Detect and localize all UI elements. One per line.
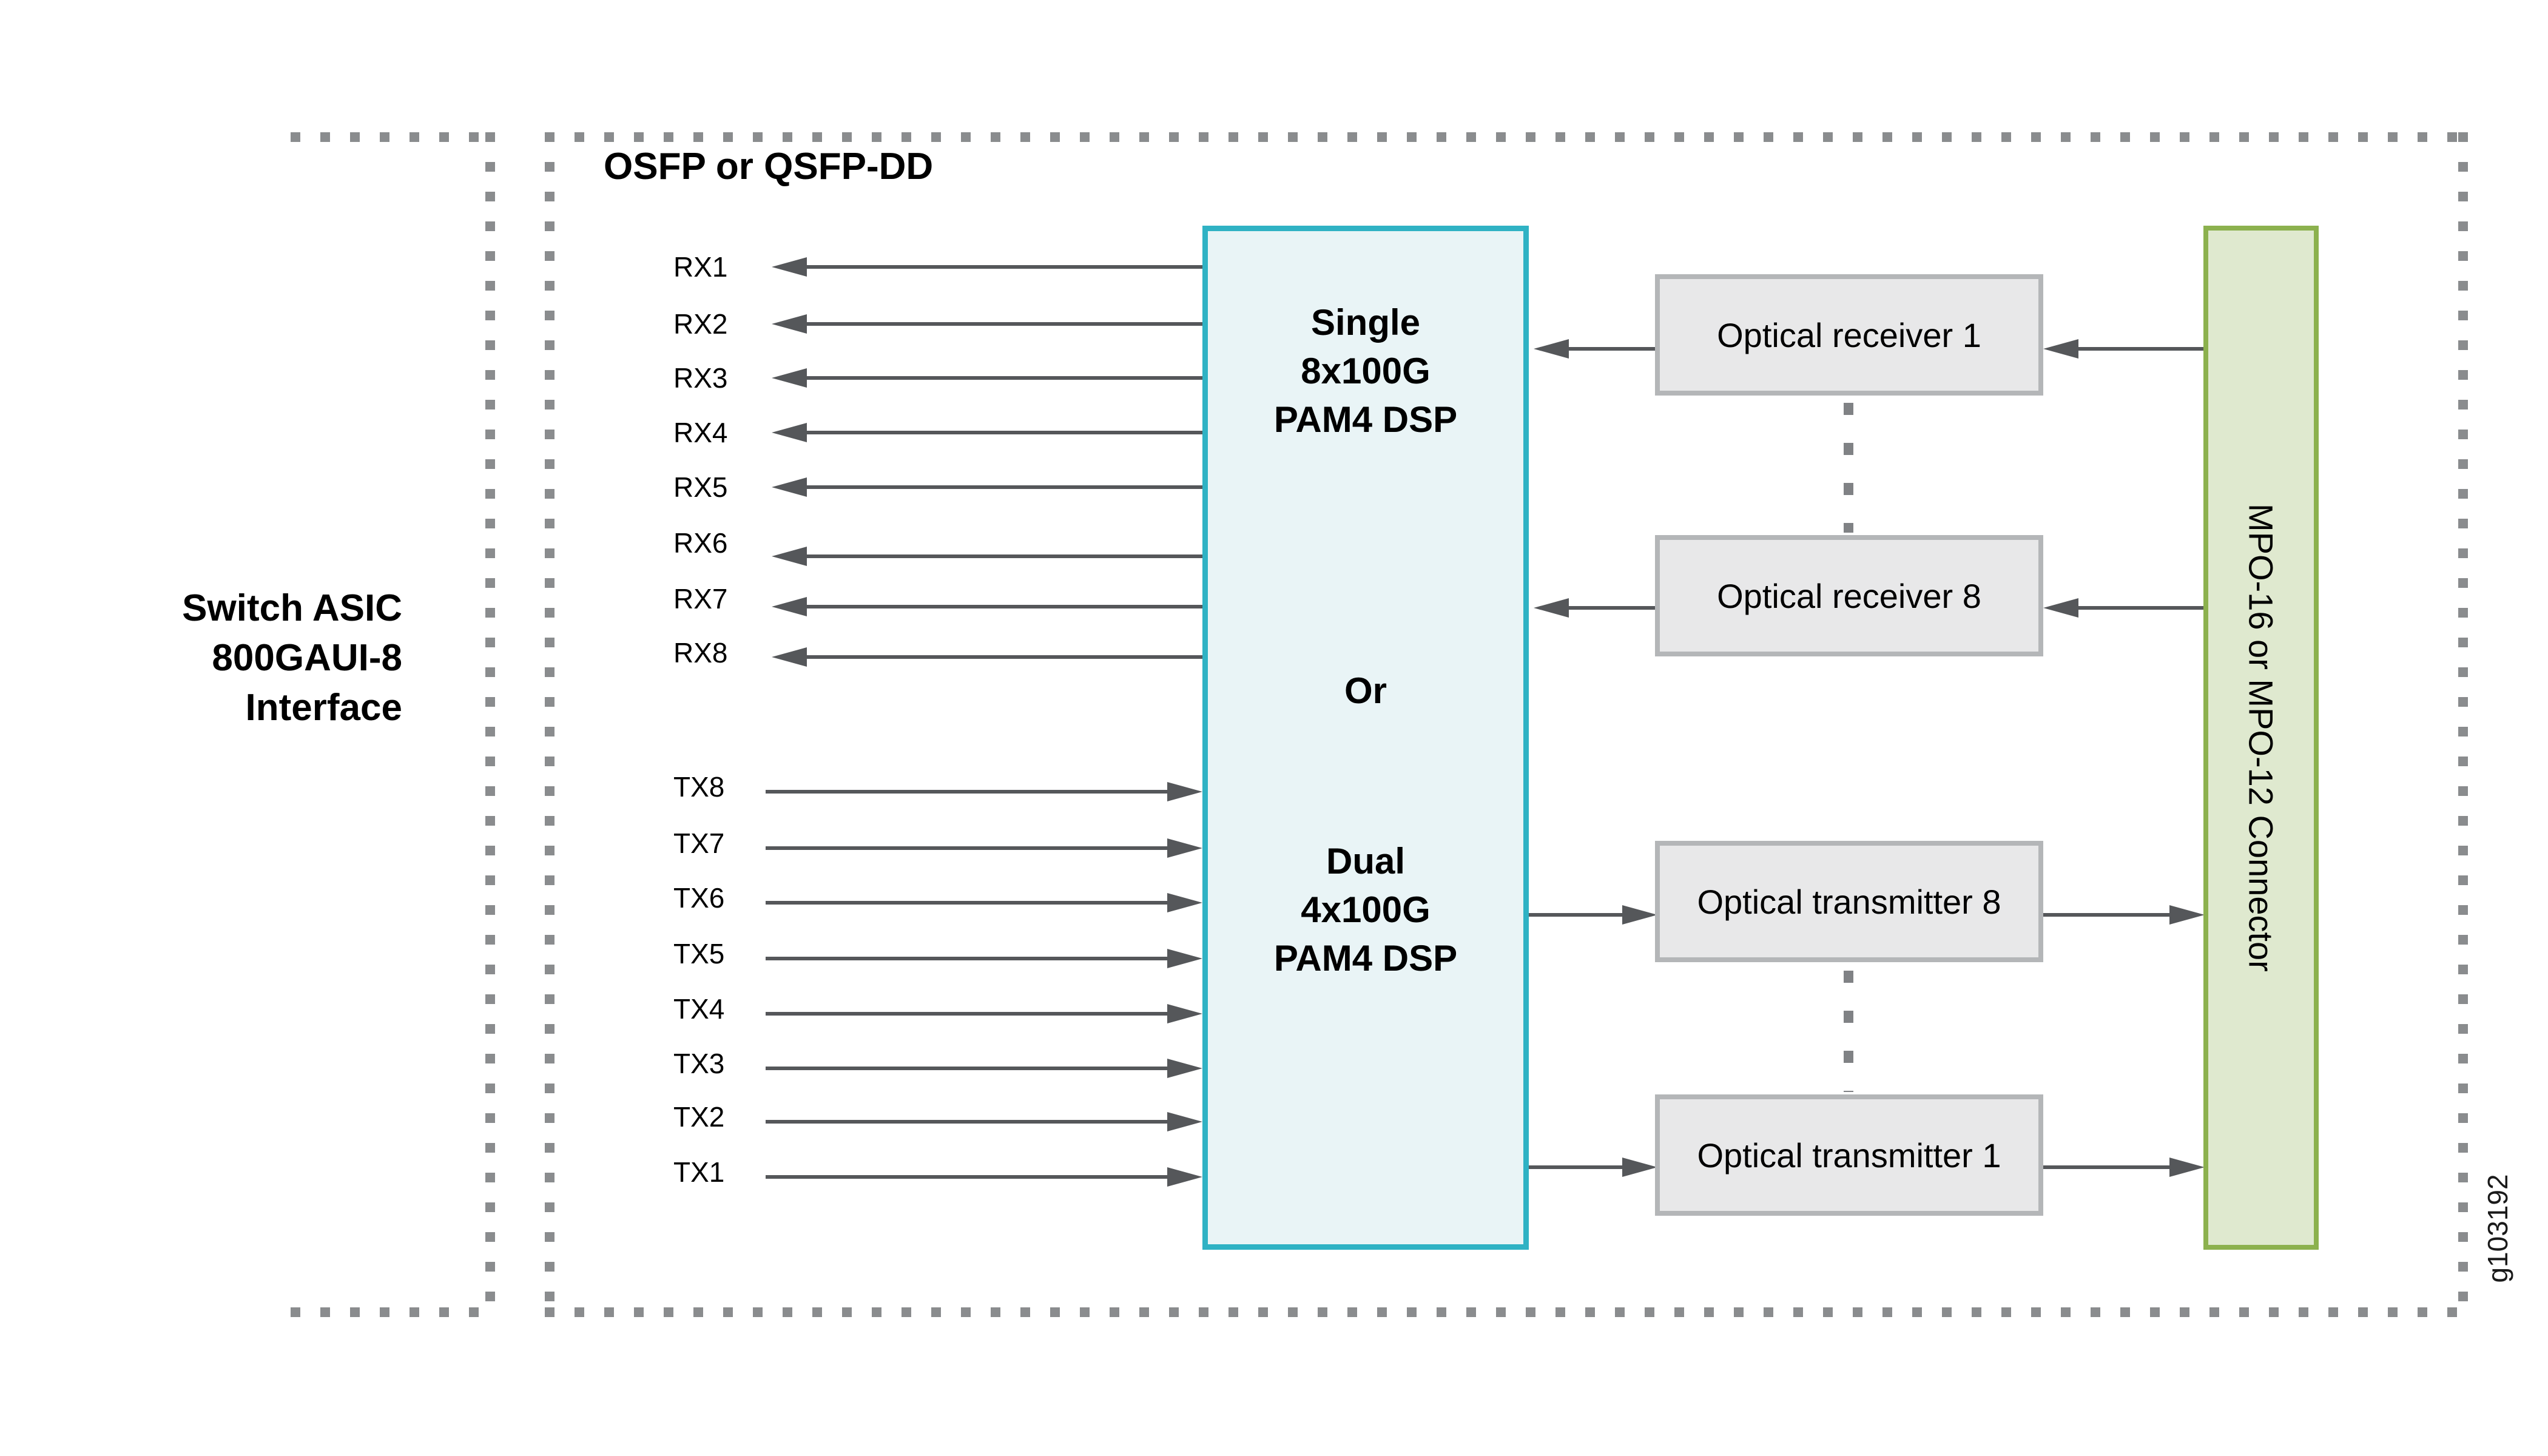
optical-receiver-1-box: Optical receiver 1 [1655, 274, 2043, 396]
dsp-mode-dual: Dual 4x100G PAM4 DSP [1202, 837, 1529, 983]
optical-receiver-1-label: Optical receiver 1 [1717, 315, 1981, 354]
optical-transmitter-8-box: Optical transmitter 8 [1655, 841, 2043, 962]
module-boundary-left [545, 132, 554, 1317]
rx-label-8: RX8 [673, 637, 728, 669]
dsp-mode-single: Single 8x100G PAM4 DSP [1202, 298, 1529, 444]
tx-label-5: TX5 [673, 938, 725, 969]
rx-label-2: RX2 [673, 308, 728, 340]
receiver-arrows [1534, 339, 2203, 618]
rx-label-7: RX7 [673, 583, 728, 615]
dsp-or-label: Or [1344, 670, 1387, 711]
optical-receiver-8-label: Optical receiver 8 [1717, 576, 1981, 615]
asic-label: Switch ASIC 800GAUI-8 Interface [38, 584, 402, 733]
rx-label-6: RX6 [673, 527, 728, 559]
dsp-dual-line2: 4x100G [1301, 889, 1431, 930]
rx-label-5: RX5 [673, 471, 728, 503]
module-boundary-right [2458, 132, 2468, 1317]
transmitter-arrows [1529, 905, 2205, 1177]
tx-arrows [766, 782, 1202, 1187]
module-title: OSFP or QSFP-DD [604, 146, 934, 187]
tx-label-6: TX6 [673, 882, 725, 914]
dsp-single-line1: Single [1310, 302, 1421, 343]
rx-label-3: RX3 [673, 362, 728, 394]
rx-label-4: RX4 [673, 417, 728, 448]
dsp-single-line3: PAM4 DSP [1273, 399, 1458, 440]
dsp-single-line2: 8x100G [1301, 351, 1431, 391]
optical-transmitter-8-label: Optical transmitter 8 [1697, 882, 2001, 921]
module-boundary-top [545, 132, 2468, 142]
dsp-dual-line1: Dual [1326, 841, 1406, 881]
tx-label-3: TX3 [673, 1048, 725, 1079]
optical-transmitter-1-box: Optical transmitter 1 [1655, 1094, 2043, 1216]
asic-boundary-right [485, 132, 495, 1317]
asic-label-line2: 800GAUI-8 [212, 637, 402, 679]
optical-transmitter-1-label: Optical transmitter 1 [1697, 1136, 2001, 1175]
rx-label-1: RX1 [673, 251, 728, 283]
dsp-dual-line3: PAM4 DSP [1273, 938, 1458, 979]
tx-label-7: TX7 [673, 827, 725, 859]
mpo-connector-label: MPO-16 or MPO-12 Connector [2242, 504, 2280, 972]
tx-label-1: TX1 [673, 1156, 725, 1188]
asic-boundary-top [291, 132, 495, 142]
asic-boundary-bottom [291, 1307, 495, 1317]
tx-label-8: TX8 [673, 771, 725, 803]
module-boundary-bottom [545, 1307, 2468, 1317]
tx-label-2: TX2 [673, 1101, 725, 1133]
mpo-connector-box: MPO-16 or MPO-12 Connector [2203, 226, 2319, 1250]
asic-label-line3: Interface [245, 687, 402, 729]
asic-label-line1: Switch ASIC [182, 587, 402, 629]
figure-id: g103192 [2482, 1174, 2513, 1283]
tx-label-4: TX4 [673, 993, 725, 1025]
optical-receiver-8-box: Optical receiver 8 [1655, 535, 2043, 656]
dsp-box [1202, 226, 1529, 1250]
rx-arrows [772, 257, 1202, 667]
